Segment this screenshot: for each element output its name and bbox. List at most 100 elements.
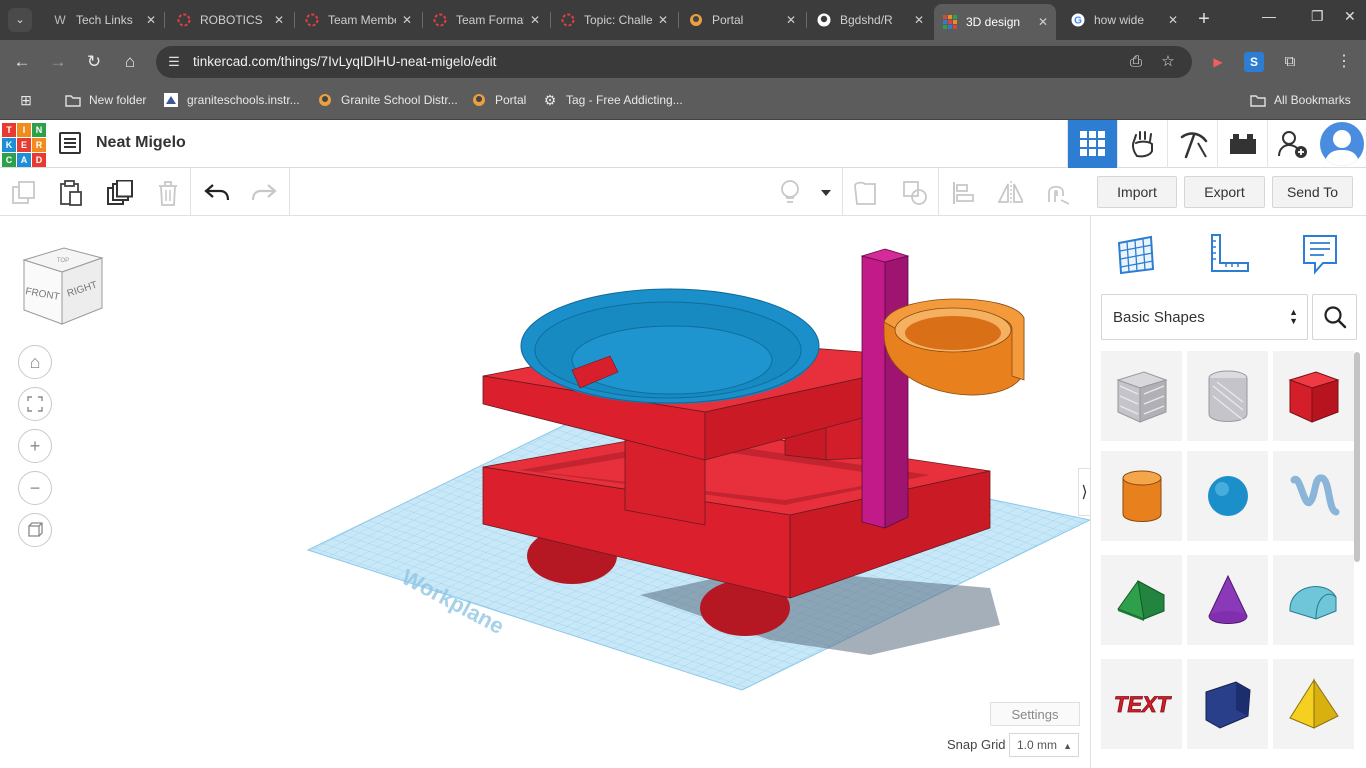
close-icon[interactable]: ✕ [913, 13, 924, 27]
close-icon[interactable]: ✕ [529, 13, 540, 27]
bookmark-granite-school-district[interactable]: Granite School Distr... [317, 92, 458, 108]
forward-arrow-icon[interactable]: → [49, 52, 67, 71]
shape-cylinder-hole[interactable] [1187, 351, 1268, 441]
shape-round-roof[interactable] [1273, 555, 1354, 645]
shape-scribble[interactable] [1273, 451, 1354, 541]
home-view-button[interactable]: ⌂ [18, 345, 52, 379]
minimize-icon[interactable]: — [1262, 8, 1276, 24]
close-icon[interactable]: ✕ [401, 13, 412, 27]
apps-grid-icon[interactable]: ⊞ [18, 92, 42, 108]
tab-robotics[interactable]: ROBOTICS ✕ [168, 6, 292, 34]
shape-roof[interactable] [1101, 555, 1182, 645]
avatar[interactable] [1320, 122, 1364, 166]
send-to-button[interactable]: Send To [1272, 176, 1353, 208]
shape-pyramid[interactable] [1273, 659, 1354, 749]
new-tab-button[interactable]: + [1198, 8, 1210, 30]
address-bar[interactable]: ☰ tinkercad.com/things/7IvLyqIDlHU-neat-… [156, 46, 1192, 78]
ruler-tool-button[interactable] [1207, 232, 1251, 276]
blue-bowl[interactable] [520, 288, 820, 404]
tab-search-button[interactable]: ⌄ [8, 8, 32, 32]
paste-icon[interactable] [58, 180, 84, 206]
workplane-tool-button[interactable] [1114, 232, 1158, 276]
bookmark-new-folder[interactable]: New folder [65, 92, 146, 108]
group-icon[interactable] [853, 180, 879, 206]
site-info-icon[interactable]: ☰ [168, 54, 180, 69]
design-title[interactable]: Neat Migelo [96, 134, 186, 151]
zoom-in-button[interactable]: + [18, 429, 52, 463]
all-bookmarks[interactable]: All Bookmarks [1250, 92, 1351, 108]
tab-google[interactable]: G how wide ✕ [1062, 6, 1186, 34]
codeblocks-button[interactable] [1167, 120, 1217, 168]
design-list-icon[interactable] [59, 132, 81, 154]
install-app-icon[interactable]: ⎙ [1129, 53, 1142, 70]
invite-user-button[interactable] [1267, 120, 1317, 168]
magenta-pole[interactable] [860, 248, 910, 529]
collapse-panel-button[interactable]: ⟩ [1078, 468, 1090, 516]
shape-box-hole[interactable] [1101, 351, 1182, 441]
shape-cone[interactable] [1187, 555, 1268, 645]
3d-view-button[interactable] [1067, 120, 1117, 168]
shape-text[interactable]: TEXT [1101, 659, 1182, 749]
redo-icon[interactable] [251, 180, 277, 206]
tab-topic-challenge[interactable]: Topic: Challenge ✕ [552, 6, 676, 34]
3d-workplane-canvas[interactable]: Workplane [0, 216, 1090, 768]
close-icon[interactable]: ✕ [1167, 13, 1178, 27]
extensions-puzzle-icon[interactable]: ⧉ [1280, 52, 1300, 72]
close-icon[interactable]: ✕ [1037, 15, 1048, 29]
bricks-button[interactable] [1217, 120, 1267, 168]
restore-icon[interactable]: ❐ [1311, 8, 1324, 24]
fit-view-button[interactable] [18, 387, 52, 421]
bookmark-tag[interactable]: ⚙ Tag - Free Addicting... [542, 92, 683, 108]
shape-library-select[interactable]: Basic Shapes ▲▼ [1101, 294, 1308, 340]
chevron-down-icon[interactable] [816, 180, 836, 206]
shape-cylinder[interactable] [1101, 451, 1182, 541]
close-window-icon[interactable]: ✕ [1344, 8, 1356, 24]
s-extension-icon[interactable]: S [1244, 52, 1264, 72]
mirror-icon[interactable] [997, 180, 1023, 206]
light-bulb-icon[interactable] [777, 180, 803, 206]
shapes-scrollbar[interactable] [1354, 352, 1360, 562]
delete-icon[interactable] [155, 180, 181, 206]
home-icon[interactable]: ⌂ [124, 52, 136, 71]
tab-portal[interactable]: Portal ✕ [680, 6, 804, 34]
close-icon[interactable]: ✕ [657, 13, 668, 27]
shape-sphere[interactable] [1187, 451, 1268, 541]
close-icon[interactable]: ✕ [273, 13, 284, 27]
bookmark-graniteschools[interactable]: graniteschools.instr... [163, 92, 300, 108]
shape-polygon[interactable] [1187, 659, 1268, 749]
notes-tool-button[interactable] [1298, 232, 1342, 276]
tab-team-members[interactable]: Team Members ✕ [296, 6, 420, 34]
close-icon[interactable]: ✕ [785, 13, 796, 27]
shape-box[interactable] [1273, 351, 1354, 441]
reload-icon[interactable]: ↻ [86, 52, 102, 71]
settings-button[interactable]: Settings [990, 702, 1080, 726]
more-menu-icon[interactable]: ⋮ [1334, 52, 1354, 72]
export-button[interactable]: Export [1184, 176, 1265, 208]
ungroup-icon[interactable] [902, 180, 928, 206]
cruise-magnet-icon[interactable] [1043, 180, 1069, 206]
bookmark-portal[interactable]: Portal [471, 92, 526, 108]
align-icon[interactable] [951, 180, 977, 206]
projection-toggle-button[interactable] [18, 513, 52, 547]
scene[interactable]: Workplane [0, 216, 1090, 768]
tab-tech-links[interactable]: W Tech Links ✕ [44, 6, 164, 34]
tab-github[interactable]: Bgdshd/R ✕ [808, 6, 932, 34]
undo-icon[interactable] [204, 180, 230, 206]
orange-cup-holder[interactable] [883, 298, 1025, 396]
circuits-button[interactable] [1117, 120, 1167, 168]
tab-3d-design[interactable]: 3D design ✕ [934, 4, 1056, 40]
ruler-icon [1211, 234, 1249, 272]
shape-search-button[interactable] [1312, 294, 1357, 340]
bookmark-star-icon[interactable]: ☆ [1161, 53, 1175, 70]
zoom-out-button[interactable]: − [18, 471, 52, 505]
back-arrow-icon[interactable]: ← [13, 52, 31, 71]
screen-recorder-extension-icon[interactable]: ▶ [1208, 52, 1228, 72]
duplicate-icon[interactable] [107, 180, 133, 206]
tab-team-formation[interactable]: Team Formation ✕ [424, 6, 548, 34]
view-cube[interactable]: FRONT RIGHT TOP [20, 242, 104, 335]
close-icon[interactable]: ✕ [145, 13, 156, 27]
import-button[interactable]: Import [1097, 176, 1177, 208]
copy-icon[interactable] [11, 180, 37, 206]
snap-grid-select[interactable]: 1.0 mm ▲ [1009, 733, 1079, 757]
tinkercad-logo[interactable]: T I N K E R C A D [2, 123, 46, 167]
